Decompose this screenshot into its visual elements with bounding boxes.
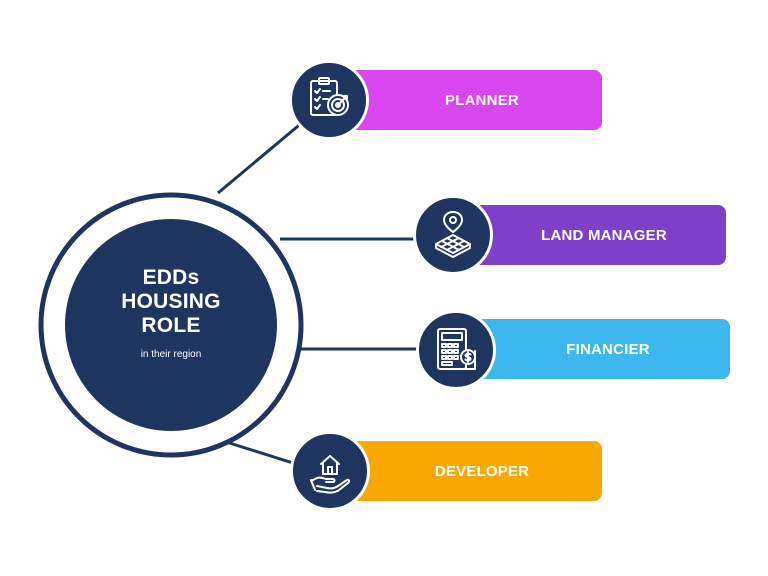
role-bar-developer: DEVELOPER [340,441,602,501]
hub-title-line-2: HOUSING [121,290,221,313]
hub-title-line-1: EDDs [142,266,200,289]
role-bar-planner: PLANNER [340,70,602,130]
role-bar-financier: FINANCIER [466,319,730,379]
hub-label: EDDs HOUSING ROLE in their region [66,266,276,360]
hub-title-line-3: ROLE [141,314,201,337]
clipboard-target-icon [289,60,369,140]
calculator-finance-icon [416,310,496,390]
role-label-financier: FINANCIER [566,340,650,358]
role-bar-land-manager: LAND MANAGER [462,205,726,265]
hand-house-icon [290,431,370,511]
role-label-planner: PLANNER [445,91,519,109]
role-label-land-manager: LAND MANAGER [541,226,667,244]
hub-subtitle: in their region [140,349,202,360]
role-label-developer: DEVELOPER [434,462,530,480]
hub-circle [65,219,277,431]
land-plot-pin-icon [413,195,493,275]
hub-title: EDDs HOUSING ROLE [66,266,276,338]
